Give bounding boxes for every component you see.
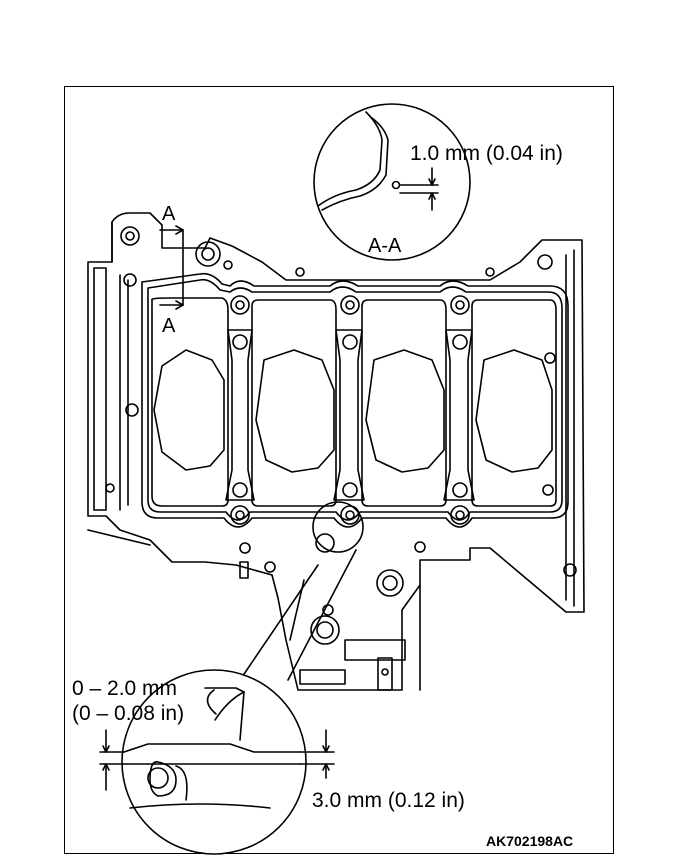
section-detail-circle: [313, 103, 471, 261]
cylinder-bores: [151, 297, 557, 507]
dimension-top-label: 1.0 mm (0.04 in): [410, 142, 563, 165]
dimension-left-label-line1: 0 – 2.0 mm: [72, 677, 178, 700]
section-marker-top: A: [162, 203, 176, 225]
bearing-caps: [225, 329, 475, 501]
section-view-label: A-A: [368, 235, 402, 257]
dimension-left-label-line2: (0 – 0.08 in): [72, 702, 185, 725]
oil-pan-area: [239, 561, 421, 691]
figure-code: AK702198AC: [486, 833, 574, 849]
section-marker-bottom: A: [162, 315, 176, 337]
bolt-holes: [105, 226, 577, 577]
cylinder-block-outline: [87, 212, 585, 691]
gap-detail-circle: [99, 501, 364, 855]
figure-frame: [64, 86, 614, 854]
section-cut-line: [159, 225, 184, 310]
dimension-bottom-label: 3.0 mm (0.12 in): [312, 789, 465, 812]
